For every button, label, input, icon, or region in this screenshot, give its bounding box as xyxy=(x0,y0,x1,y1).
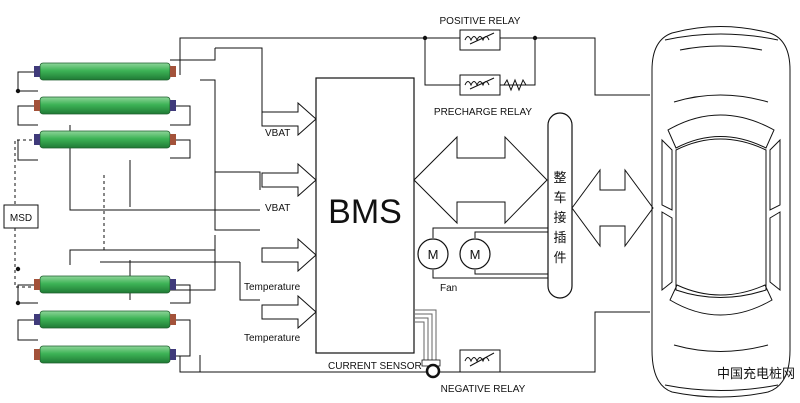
vbat-arrow-1 xyxy=(261,101,317,137)
fan-motor-2: M xyxy=(459,238,491,270)
battery-cell xyxy=(34,345,176,364)
vbat-arrow-2 xyxy=(261,162,317,198)
msd-dashed-link xyxy=(14,139,105,288)
connector-char-5: 件 xyxy=(553,251,566,266)
module-links xyxy=(17,140,38,161)
connector-char-1: 整 xyxy=(553,171,566,186)
motor-label-1: M xyxy=(428,247,439,262)
connector-char-2: 车 xyxy=(553,190,566,206)
car-top-view xyxy=(651,26,791,398)
connector-car-double-arrow xyxy=(571,168,654,248)
positive-relay xyxy=(459,29,501,51)
fan-motor-1: M xyxy=(417,238,449,270)
battery-cell xyxy=(34,130,176,149)
precharge-relay-label: PRECHARGE RELAY xyxy=(434,107,533,118)
junction-dots xyxy=(15,35,538,306)
current-sensor xyxy=(421,359,441,379)
positive-relay-label: POSITIVE RELAY xyxy=(440,16,521,27)
battery-pack xyxy=(34,62,176,364)
temperature-arrow-2 xyxy=(261,294,317,330)
battery-cell xyxy=(34,310,176,329)
vbat-label-2: VBAT xyxy=(265,203,290,214)
motor-label-2: M xyxy=(470,247,481,262)
battery-cell xyxy=(34,62,176,81)
precharge-relay xyxy=(459,74,535,96)
msd-box: MSD xyxy=(3,204,39,229)
resistor-icon xyxy=(500,78,535,92)
sensor-wires xyxy=(415,309,437,360)
current-sensor-label: CURRENT SENSOR xyxy=(328,361,422,372)
signal-arrows xyxy=(261,101,317,330)
fan-label: Fan xyxy=(440,283,457,294)
connector-char-3: 接 xyxy=(553,210,566,226)
vbat-label-1: VBAT xyxy=(265,128,290,139)
connector-char-4: 插 xyxy=(553,231,566,246)
bms-label: BMS xyxy=(328,193,402,231)
temperature-label-2: Temperature xyxy=(244,333,301,344)
bms-block: BMS xyxy=(315,77,415,354)
temperature-arrow-1 xyxy=(261,237,317,273)
negative-relay-label: NEGATIVE RELAY xyxy=(441,384,526,395)
bms-connector-double-arrow xyxy=(413,135,548,225)
msd-label: MSD xyxy=(10,213,32,224)
wiring xyxy=(17,37,650,373)
battery-cell xyxy=(34,96,176,115)
watermark-text: 中国充电桩网 xyxy=(717,366,795,382)
negative-relay xyxy=(459,349,501,373)
temperature-label-1: Temperature xyxy=(244,282,301,293)
vehicle-connector: 整 车 接 插 件 xyxy=(547,112,573,299)
battery-cell xyxy=(34,275,176,294)
